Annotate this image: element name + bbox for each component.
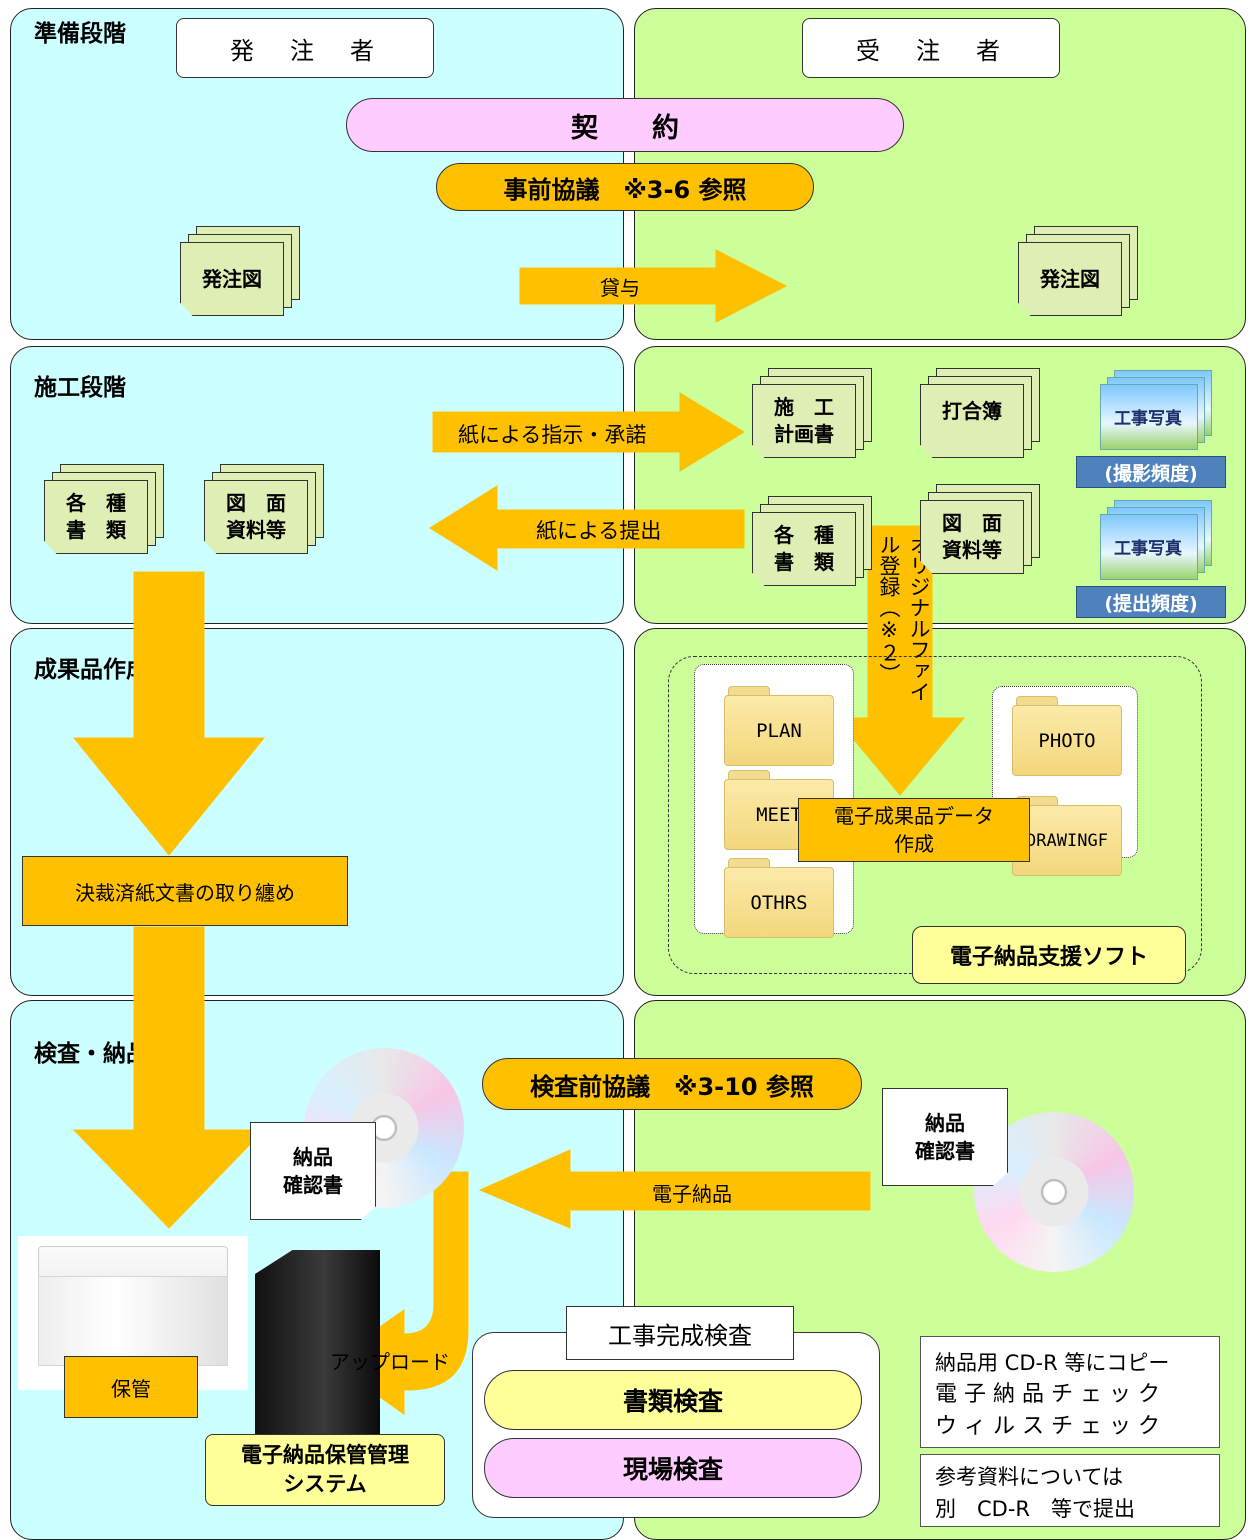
order-drawing-right: 発注図 [1018,226,1138,316]
ref-note-line-2: 別 CD-R 等で提出 [935,1497,1136,1521]
submit-label: 紙による提出 [536,519,662,543]
confirm-doc-left: 納品 確認書 [250,1122,376,1220]
shoot-frequency-tag: (撮影頻度) [1076,456,1226,488]
e-delivery-arrow [478,1149,871,1229]
contract-pill: 契 約 [346,98,904,152]
deliverable-orderer-panel [10,628,624,996]
drawings-right: 図 面 資料等 [920,484,1040,574]
lend-label: 貸与 [600,276,640,300]
lend-arrow [519,249,788,323]
storage-box-image [18,1236,248,1390]
e-delivery-label: 電子納品 [652,1182,732,1206]
inspection-down-arrow [72,926,266,1229]
copy-note-line-2: 電 子 納 品 チ ェ ッ ク [935,1382,1160,1407]
instruction-arrow [432,392,745,472]
plan-document: 施 工 計画書 [752,368,872,458]
instruction-label: 紙による指示・承諾 [458,423,647,447]
server-icon [255,1250,380,1450]
docs-right: 各 種 書 類 [752,496,872,586]
order-drawing-left: 発注図 [180,226,300,316]
folder-othrs: OTHRS [724,858,834,938]
folder-plan: PLAN [724,686,834,766]
pre-consult-pill: 事前協議 ※3-6 参照 [436,163,814,211]
reference-note: 参考資料については 別 CD-R 等で提出 [920,1454,1220,1527]
submit-frequency-tag: (提出頻度) [1076,586,1226,618]
copy-note-line-3: ウ ィ ル ス チ ェ ッ ク [935,1414,1160,1439]
completion-title: 工事完成検査 [566,1306,794,1360]
pre-inspection-pill: 検査前協議 ※3-10 参照 [482,1058,862,1110]
compile-box: 決裁済紙文書の取り纏め [22,856,348,926]
storage-box-label: 保管 [64,1356,198,1418]
construction-photo-1: 工事写真 [1100,370,1212,450]
docs-left: 各 種 書 類 [44,464,164,554]
copy-note-line-1: 納品用 CD-R 等にコピー [935,1351,1170,1375]
meeting-book: 打合簿 [920,368,1040,458]
stage-title-construction: 施工段階 [34,375,126,401]
copy-check-note: 納品用 CD-R 等にコピー 電 子 納 品 チ ェ ッ ク ウ ィ ル ス チ… [920,1336,1220,1448]
folder-photo: PHOTO [1012,696,1122,776]
drawings-left: 図 面 資料等 [204,464,324,554]
submit-arrow [429,485,745,571]
system-label: 電子納品保管管理 システム [205,1434,445,1506]
construction-photo-2: 工事写真 [1100,500,1212,580]
create-data-box: 電子成果品データ 作成 [798,798,1030,862]
compile-down-arrow [72,571,266,856]
doc-inspection-pill: 書類検査 [484,1370,862,1430]
stage-title-prep: 準備段階 [34,21,126,47]
ref-note-line-1: 参考資料については [935,1465,1123,1489]
support-soft-label: 電子納品支援ソフト [912,926,1186,984]
upload-label: アップロード [330,1350,450,1374]
confirm-doc-right: 納品 確認書 [882,1088,1008,1186]
contractor-header: 受 注 者 [802,18,1060,78]
site-inspection-pill: 現場検査 [484,1438,862,1498]
orderer-header: 発 注 者 [176,18,434,78]
